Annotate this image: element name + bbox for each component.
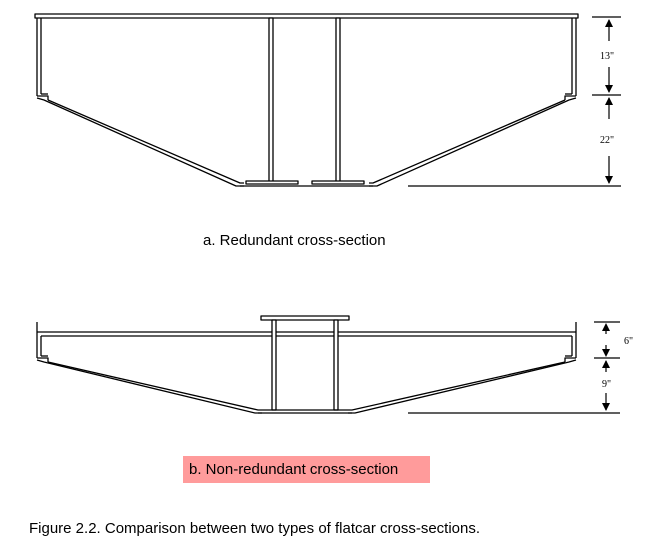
non-redundant-section-caption: b. Non-redundant cross-section <box>183 456 430 483</box>
dimension-label-22in: 22" <box>600 135 614 146</box>
dimension-label-9in: 9" <box>602 379 611 390</box>
dimension-label-6in: 6" <box>624 336 633 347</box>
redundant-section-caption: a. Redundant cross-section <box>203 232 386 249</box>
left-sill-flange <box>37 95 49 100</box>
left-sloped-plate-b <box>36 359 262 414</box>
dimension-label-13in: 13" <box>600 51 614 62</box>
center-box-top-flange <box>260 315 350 321</box>
top-deck-plate <box>34 13 579 19</box>
center-sill-web-left <box>268 17 274 184</box>
center-box-web-right <box>333 319 339 411</box>
dimension-lines-b <box>408 321 620 414</box>
redundant-cross-section <box>34 13 579 187</box>
figure-caption: Figure 2.2. Comparison between two types… <box>29 520 481 537</box>
center-sill-flange-left <box>245 180 299 185</box>
right-sill-flange <box>564 95 576 100</box>
center-box-web-left <box>271 319 277 411</box>
non-redundant-cross-section <box>36 315 577 414</box>
left-sloped-plate <box>36 97 244 187</box>
right-sloped-plate <box>369 97 577 187</box>
center-sill-flange-right <box>311 180 365 185</box>
dimension-lines-a <box>408 16 621 187</box>
right-sloped-plate-b <box>348 359 577 414</box>
center-sill-web-right <box>335 17 341 184</box>
